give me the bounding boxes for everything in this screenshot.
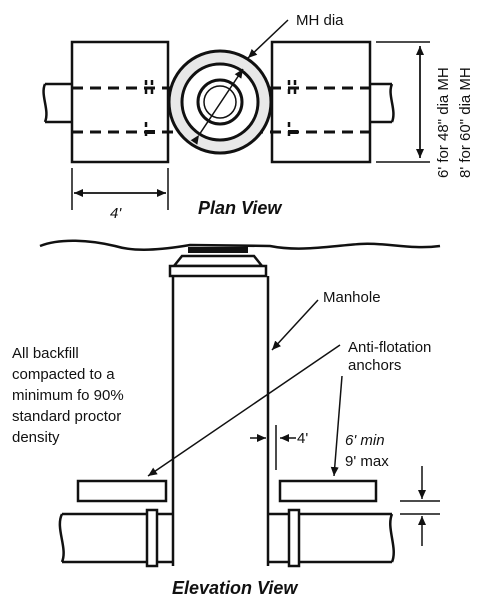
backfill-line-3: minimum fo 90%	[12, 387, 124, 404]
mh-dia-leader	[247, 19, 289, 59]
elevation-collar-left	[145, 508, 159, 568]
plan-pipe-left	[42, 82, 72, 124]
ground-surface	[39, 239, 441, 251]
anchor-leader-right	[330, 375, 343, 477]
elevation-anchor-right	[278, 479, 378, 503]
manhole-ring	[168, 264, 268, 278]
plan-width-dimension	[71, 168, 169, 210]
depth-min-label: 6' min	[345, 432, 385, 449]
manhole-leader	[271, 299, 319, 351]
elevation-collar-right	[287, 508, 301, 568]
elevation-view-title: Elevation View	[172, 578, 298, 598]
plan-pipe-right	[370, 82, 395, 124]
mh-dia-label: MH dia	[296, 12, 344, 29]
anchors-label-line1: Anti-flotation	[348, 339, 431, 356]
plan-height-label-60: 8' for 60" dia MH	[457, 67, 474, 178]
elevation-offset-label: 4'	[297, 430, 308, 447]
plan-height-label-48: 6' for 48" dia MH	[435, 67, 452, 178]
plan-diameter-arrow	[190, 68, 244, 145]
backfill-note: All backfill compacted to a minimum fo 9…	[12, 345, 124, 446]
plan-view: MH dia 4' 6' for 48" dia MH 8' for 60" d…	[42, 12, 474, 222]
plan-anchor-block-right	[270, 40, 372, 164]
anchor-leader-left	[147, 344, 341, 477]
manhole-frame	[188, 247, 248, 253]
manhole-cone	[171, 254, 265, 268]
elevation-pipe-right	[268, 512, 395, 564]
depth-dimension	[400, 466, 440, 546]
plan-view-title: Plan View	[198, 198, 282, 218]
manhole-label: Manhole	[323, 289, 381, 306]
backfill-line-1: All backfill	[12, 345, 79, 362]
anchors-label-line2: anchors	[348, 357, 401, 374]
plan-height-dimension	[376, 41, 430, 163]
depth-max-label: 9' max	[345, 453, 389, 470]
plan-anchor-block-left	[70, 40, 170, 164]
elevation-offset-dimension	[250, 425, 296, 470]
backfill-line-4: standard proctor	[12, 408, 121, 425]
plan-width-label: 4'	[110, 205, 122, 222]
backfill-line-5: density	[12, 429, 60, 446]
backfill-line-2: compacted to a	[12, 366, 115, 383]
elevation-anchor-left	[76, 479, 168, 503]
plan-collars	[144, 80, 298, 138]
elevation-view: Manhole Anti-flotation anchors All backf…	[12, 239, 441, 598]
